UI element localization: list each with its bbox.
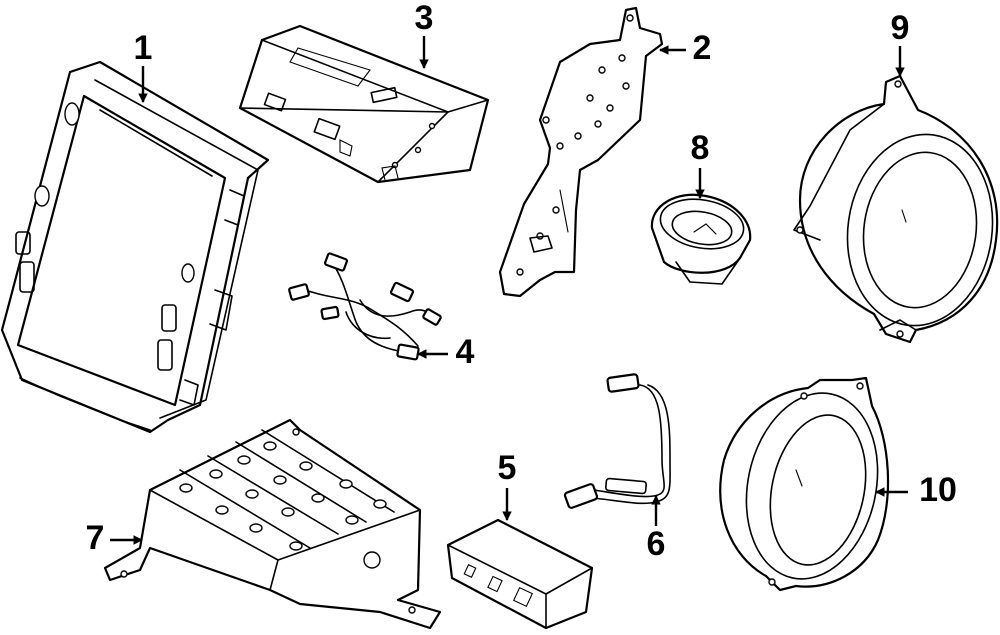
callout-4: 4 <box>417 333 475 371</box>
callout-5-label: 5 <box>498 449 517 487</box>
callout-8: 8 <box>691 129 710 199</box>
callout-3: 3 <box>415 0 434 69</box>
callout-7: 7 <box>86 519 143 557</box>
callout-10: 10 <box>875 471 957 509</box>
callout-3-label: 3 <box>415 0 434 37</box>
part-2-mounting-bracket <box>498 6 664 298</box>
callout-10-label: 10 <box>919 471 957 509</box>
part-4-wire-harness <box>288 252 442 361</box>
callout-9-label: 9 <box>891 9 910 47</box>
callout-2: 2 <box>659 29 712 67</box>
callout-1: 1 <box>134 29 153 103</box>
part-10-rear-speaker <box>719 376 890 592</box>
callout-6-label: 6 <box>647 525 666 563</box>
part-3-head-unit <box>238 24 490 184</box>
part-1-display-unit <box>0 60 270 434</box>
part-9-door-speaker <box>793 74 999 344</box>
part-8-tweeter <box>650 193 752 285</box>
part-7-amplifier <box>103 418 442 630</box>
callout-7-label: 7 <box>86 519 105 557</box>
part-5-control-module <box>446 518 594 630</box>
callout-4-label: 4 <box>456 333 475 371</box>
callout-5: 5 <box>498 449 517 521</box>
callout-2-label: 2 <box>693 29 712 67</box>
callout-8-label: 8 <box>691 129 710 167</box>
callout-9: 9 <box>891 9 910 77</box>
callout-6: 6 <box>647 495 666 563</box>
part-6-antenna-cable <box>563 373 671 509</box>
callout-1-label: 1 <box>134 29 153 67</box>
